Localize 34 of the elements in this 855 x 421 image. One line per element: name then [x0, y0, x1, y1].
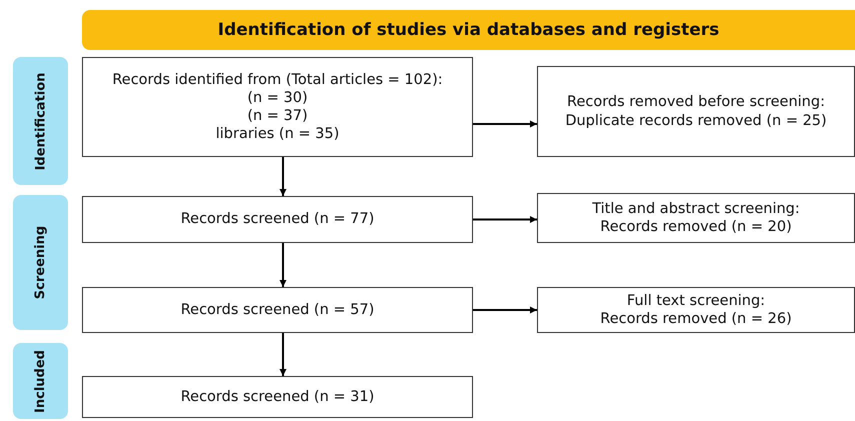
arrow — [473, 306, 537, 314]
header-band — [82, 10, 855, 50]
box-text: Title and abstract screening: — [592, 200, 800, 218]
box-text: Records identified from (Total articles = 102): — [112, 70, 443, 89]
arrow — [473, 120, 537, 128]
process-box — [82, 287, 473, 333]
box-text: Duplicate records removed (n = 25) — [565, 112, 827, 130]
stage-tab — [13, 343, 68, 419]
stage-label: Identification — [33, 72, 48, 170]
process-box — [82, 376, 473, 418]
stage-tab — [13, 57, 68, 185]
stage-label: Included — [33, 350, 48, 412]
box-text: Records removed (n = 20) — [600, 218, 792, 236]
stage-tab — [13, 195, 68, 330]
box-text: Records screened (n = 57) — [180, 300, 374, 320]
box-text: Records screened (n = 31) — [180, 388, 374, 406]
arrow — [280, 243, 286, 287]
arrow — [473, 216, 537, 223]
box-text: (n = 30) — [247, 88, 308, 107]
box-text: (n = 37) — [247, 107, 308, 126]
process-box — [537, 193, 855, 243]
box-text: libraries (n = 35) — [216, 125, 340, 144]
header-title: Identification of studies via databases and registers — [218, 20, 720, 40]
box-text: Records removed (n = 26) — [600, 310, 792, 328]
box-text: Records removed before screening: — [567, 93, 825, 112]
process-box — [537, 66, 855, 157]
arrow — [280, 157, 286, 196]
stage-label: Screening — [33, 226, 48, 300]
arrow — [280, 333, 286, 376]
process-box — [82, 196, 473, 243]
box-text: Full text screening: — [626, 292, 766, 310]
process-box — [82, 57, 473, 157]
process-box — [537, 287, 855, 333]
box-text: Records screened (n = 77) — [180, 210, 374, 229]
